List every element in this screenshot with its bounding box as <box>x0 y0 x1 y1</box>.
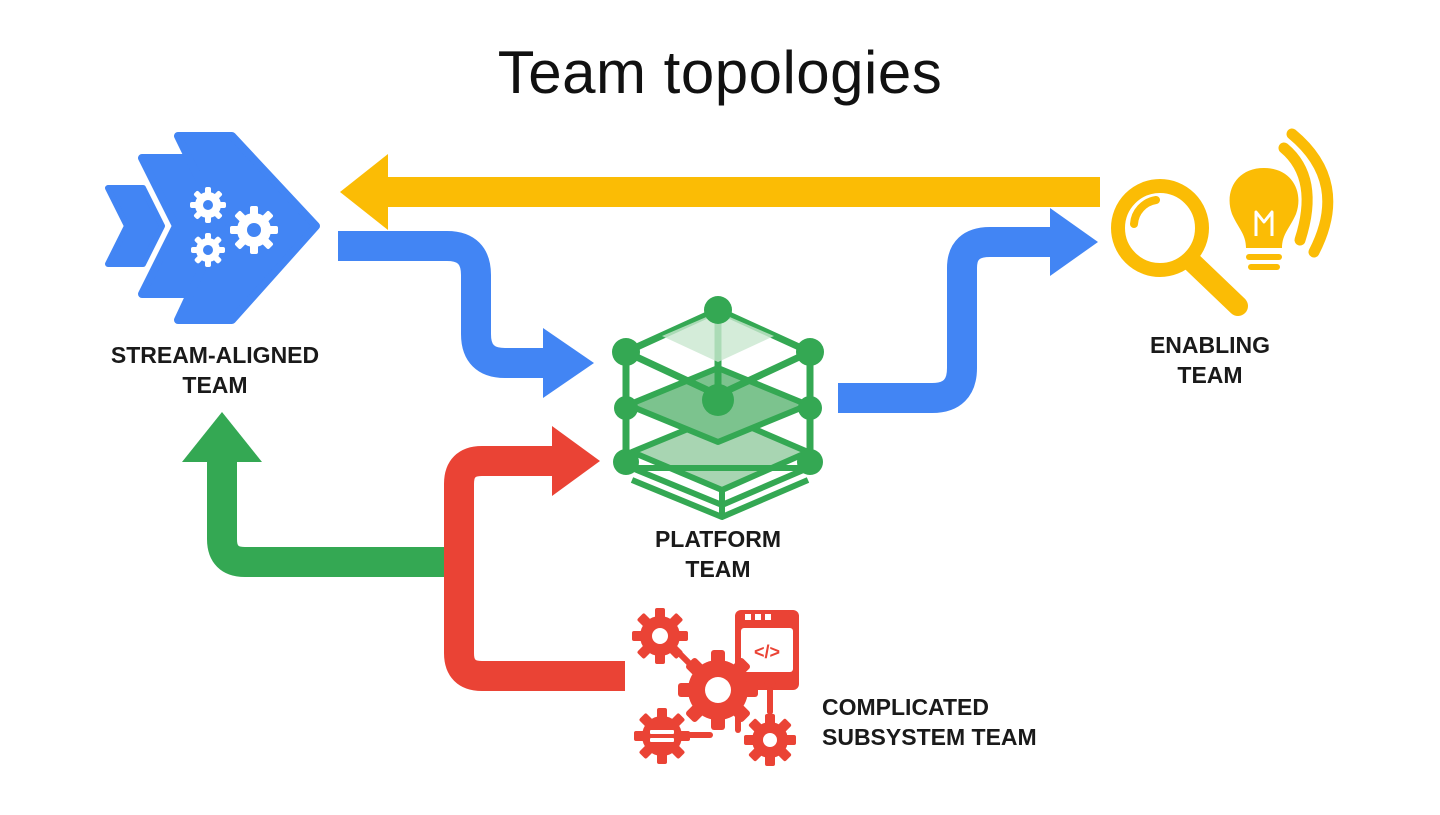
platform-label-line1: PLATFORM <box>654 526 782 552</box>
enabling-label-line2: TEAM <box>1177 362 1243 388</box>
stacked-layers-network-icon <box>612 296 824 520</box>
platform-team-label: PLATFORM TEAM <box>618 524 818 584</box>
complicated-subsystem-label-line2: SUBSYSTEM TEAM <box>822 724 1037 750</box>
complicated-subsystem-team-label: COMPLICATED SUBSYSTEM TEAM <box>822 692 1082 752</box>
stream-chevron-gears-icon <box>105 132 320 324</box>
magnifier-lightbulb-icon <box>1111 128 1334 316</box>
svg-text:</>: </> <box>754 642 780 662</box>
stream-aligned-team-label: STREAM-ALIGNED TEAM <box>80 340 350 400</box>
arrow-subsystem-to-stream-aligned <box>182 412 455 577</box>
arrow-enabling-to-stream-aligned <box>340 154 1100 230</box>
arrow-stream-aligned-to-platform <box>338 231 594 398</box>
enabling-label-line1: ENABLING <box>1149 332 1271 358</box>
page-title: Team topologies <box>497 39 943 106</box>
arrow-platform-to-enabling <box>838 208 1098 413</box>
stream-aligned-label-line1: STREAM-ALIGNED <box>110 342 320 368</box>
enabling-team-label: ENABLING TEAM <box>1110 330 1310 390</box>
complicated-subsystem-label-line1: COMPLICATED <box>822 694 989 720</box>
arrow-subsystem-to-platform <box>444 426 625 691</box>
gears-code-window-icon: </> <box>632 608 799 766</box>
stream-aligned-label-line2: TEAM <box>182 372 248 398</box>
platform-label-line2: TEAM <box>685 556 751 582</box>
